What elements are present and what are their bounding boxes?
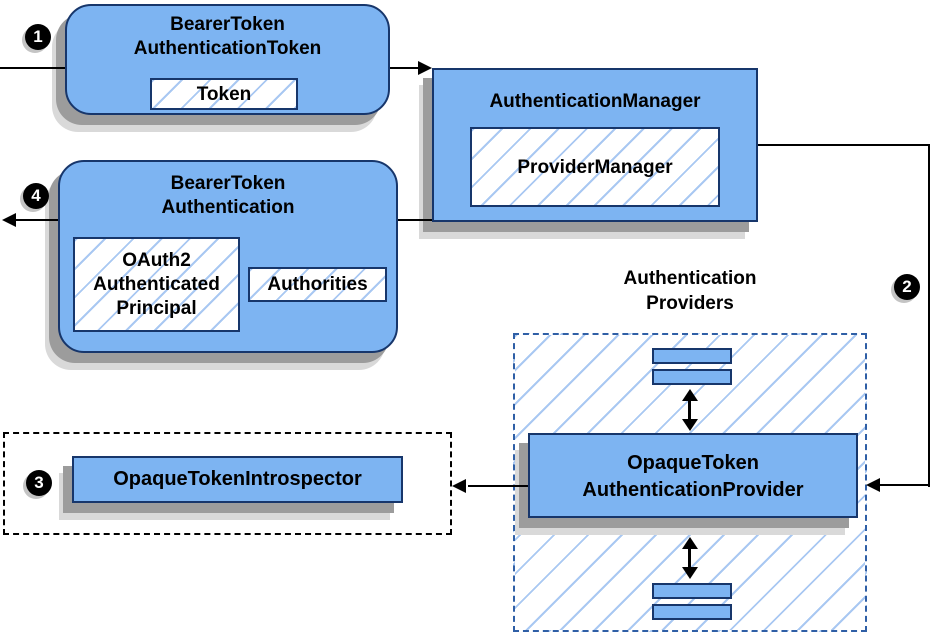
double-arrow-bottom-shaft xyxy=(688,546,691,570)
node-bearer-token-authentication-token: BearerToken AuthenticationToken Token xyxy=(65,4,390,115)
provider-placeholder-bar xyxy=(652,583,732,599)
arrowhead-left-icon xyxy=(2,213,16,227)
connector-token-to-manager xyxy=(390,67,420,69)
authorities-label: Authorities xyxy=(267,274,368,295)
connector-authentication-out xyxy=(14,219,58,221)
provider-manager-label: ProviderManager xyxy=(517,156,673,178)
connector-manager-to-provider-v xyxy=(928,144,930,487)
oauth2-authenticated-principal-box: OAuth2 Authenticated Principal xyxy=(73,237,240,332)
double-arrow-top-shaft xyxy=(688,398,691,422)
connector-manager-to-authentication xyxy=(398,219,432,221)
arrowhead-left-icon xyxy=(866,478,880,492)
token-box: Token xyxy=(150,78,298,110)
arrowhead-down-icon xyxy=(682,567,698,579)
provider-placeholder-bar xyxy=(652,604,732,620)
node-title: OpaqueToken AuthenticationProvider xyxy=(582,452,804,501)
arrowhead-down-icon xyxy=(682,419,698,431)
node-bearer-token-authentication: BearerToken Authentication OAuth2 Authen… xyxy=(58,160,398,353)
arrowhead-up-icon xyxy=(682,537,698,549)
node-title: OpaqueTokenIntrospector xyxy=(113,468,362,490)
token-label: Token xyxy=(196,83,252,105)
arrowhead-right-icon xyxy=(418,61,432,75)
node-opaque-token-authentication-provider: OpaqueToken AuthenticationProvider xyxy=(528,433,858,518)
node-title: AuthenticationManager xyxy=(489,91,701,112)
opaque-token-introspector-region xyxy=(3,432,452,535)
authorities-box: Authorities xyxy=(248,267,387,302)
node-title: BearerToken Authentication xyxy=(161,173,295,218)
connector-request-in xyxy=(0,67,65,69)
connector-manager-to-provider-h xyxy=(758,144,930,146)
node-opaque-token-introspector: OpaqueTokenIntrospector xyxy=(72,456,403,503)
arrowhead-left-icon xyxy=(452,479,466,493)
step-1-badge: 1 xyxy=(25,24,51,50)
node-authentication-manager: AuthenticationManager ProviderManager xyxy=(432,68,758,222)
provider-placeholder-bar xyxy=(652,348,732,364)
step-2-badge: 2 xyxy=(894,274,920,300)
connector-provider-to-introspector xyxy=(468,485,528,487)
oauth2-authenticated-principal-label: OAuth2 Authenticated Principal xyxy=(93,249,220,319)
authentication-providers-label: Authentication Providers xyxy=(623,268,757,314)
connector-into-provider xyxy=(880,484,930,486)
node-title: BearerToken AuthenticationToken xyxy=(133,14,322,59)
provider-manager-box: ProviderManager xyxy=(470,127,720,207)
arrowhead-up-icon xyxy=(682,389,698,401)
step-3-badge: 3 xyxy=(26,470,52,496)
step-4-badge: 4 xyxy=(23,183,49,209)
provider-placeholder-bar xyxy=(652,369,732,385)
